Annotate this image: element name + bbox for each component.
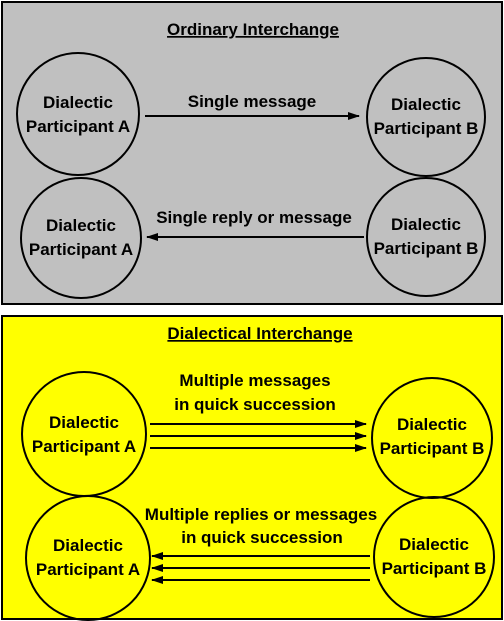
participant-b-line2: Participant B <box>374 239 479 258</box>
ordinary-row1: Dialectic Participant A Dialectic Partic… <box>16 52 486 177</box>
participant-a-line1: Dialectic <box>49 413 119 432</box>
participant-b-line1: Dialectic <box>391 215 461 234</box>
participant-b-circle <box>366 57 486 177</box>
participant-a-line2: Participant A <box>26 117 130 136</box>
participant-a-line1: Dialectic <box>53 536 123 555</box>
multiple-replies-label: Multiple replies or messages <box>145 505 377 524</box>
dialectical-title: Dialectical Interchange <box>167 324 352 343</box>
multiple-messages-label: Multiple messages <box>179 371 330 390</box>
dialectical-row2: Dialectic Participant A Dialectic Partic… <box>25 495 495 621</box>
participant-a-circle <box>25 495 151 621</box>
quick-succession-label: in quick succession <box>181 528 343 547</box>
participant-b-line2: Participant B <box>380 439 485 458</box>
participant-b-line1: Dialectic <box>397 415 467 434</box>
participant-b-line2: Participant B <box>382 559 487 578</box>
participant-a-line2: Participant A <box>32 437 136 456</box>
participant-a-circle <box>16 52 140 176</box>
participant-b-circle <box>371 377 493 499</box>
quick-succession-label: in quick succession <box>174 395 336 414</box>
single-reply-label: Single reply or message <box>156 208 352 227</box>
ordinary-interchange-panel <box>1 1 503 305</box>
participant-b-circle <box>373 496 495 618</box>
participant-b-line1: Dialectic <box>399 535 469 554</box>
participant-a-line2: Participant A <box>29 240 133 259</box>
participant-b-line1: Dialectic <box>391 95 461 114</box>
participant-a-line2: Participant A <box>36 560 140 579</box>
participant-a-line1: Dialectic <box>43 93 113 112</box>
dialectical-row1: Dialectic Participant A Dialectic Partic… <box>21 371 493 499</box>
ordinary-row2: Dialectic Participant A Dialectic Partic… <box>20 177 486 299</box>
ordinary-title: Ordinary Interchange <box>167 20 339 39</box>
dialectical-interchange-panel <box>1 315 503 620</box>
participant-a-line1: Dialectic <box>46 216 116 235</box>
participant-a-circle <box>20 177 142 299</box>
participant-b-circle <box>366 177 486 297</box>
participant-a-circle <box>21 371 147 497</box>
participant-b-line2: Participant B <box>374 119 479 138</box>
single-message-label: Single message <box>188 92 317 111</box>
